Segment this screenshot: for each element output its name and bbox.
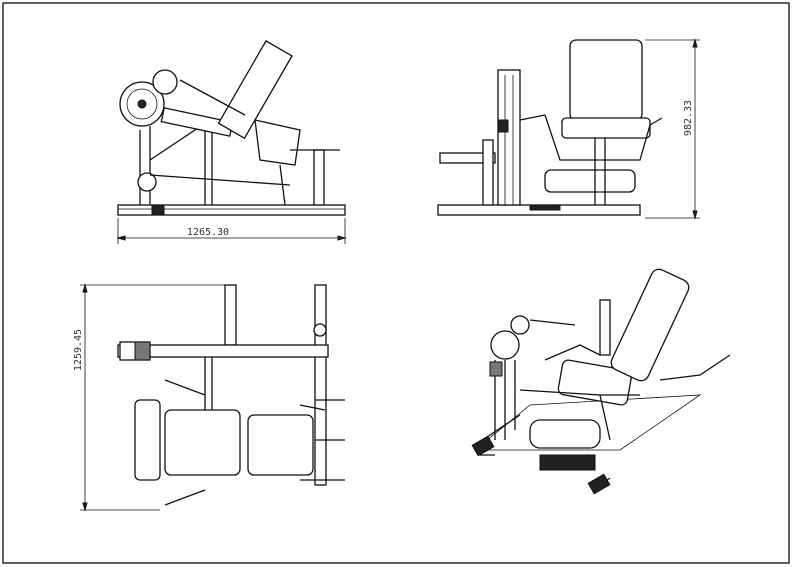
back-pad	[610, 268, 690, 382]
front-view: 982.33	[437, 38, 700, 220]
weight-plate	[490, 330, 520, 360]
seat-pad	[164, 409, 241, 476]
dimension-label-width: 1259.45	[73, 329, 84, 371]
side-view: 1265.30	[116, 40, 347, 244]
dimension-label-height: 982.33	[683, 100, 694, 136]
isometric-view	[471, 268, 731, 495]
back-pad	[569, 39, 643, 121]
dimension-label-length: 1265.30	[187, 227, 229, 238]
back-pad	[217, 40, 293, 140]
top-view: 1259.45	[73, 283, 345, 512]
back-pad	[247, 414, 314, 476]
